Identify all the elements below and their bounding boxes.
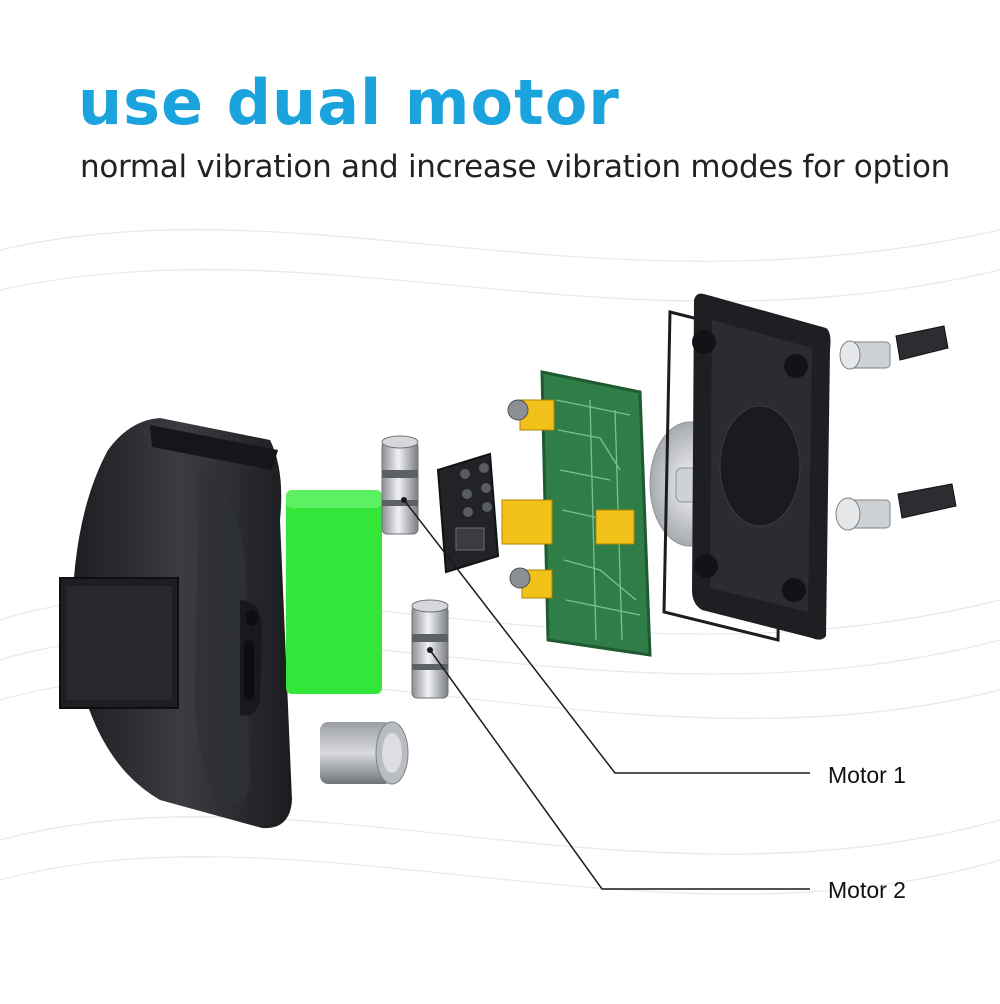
button-keypad (436, 452, 500, 574)
callout-lines (403, 499, 810, 890)
battery (286, 490, 382, 694)
collar-housing (59, 418, 293, 829)
probe-top (839, 325, 949, 370)
callout-line-motor-1 (403, 499, 810, 774)
motor-1 (381, 435, 419, 535)
headline: use dual motor (78, 66, 620, 139)
back-cover (692, 293, 831, 640)
callout-label-motor-2: Motor 2 (828, 877, 906, 903)
callout-dot-motor-2 (427, 647, 433, 653)
motor-cylinder-part (320, 721, 409, 785)
probe-bottom (835, 483, 957, 531)
circuit-board (501, 370, 652, 657)
callout-line-motor-2 (429, 649, 810, 890)
subheadline: normal vibration and increase vibration … (80, 149, 951, 185)
callout-dot-motor-1 (401, 497, 407, 503)
callout-label-motor-1: Motor 1 (828, 762, 906, 788)
